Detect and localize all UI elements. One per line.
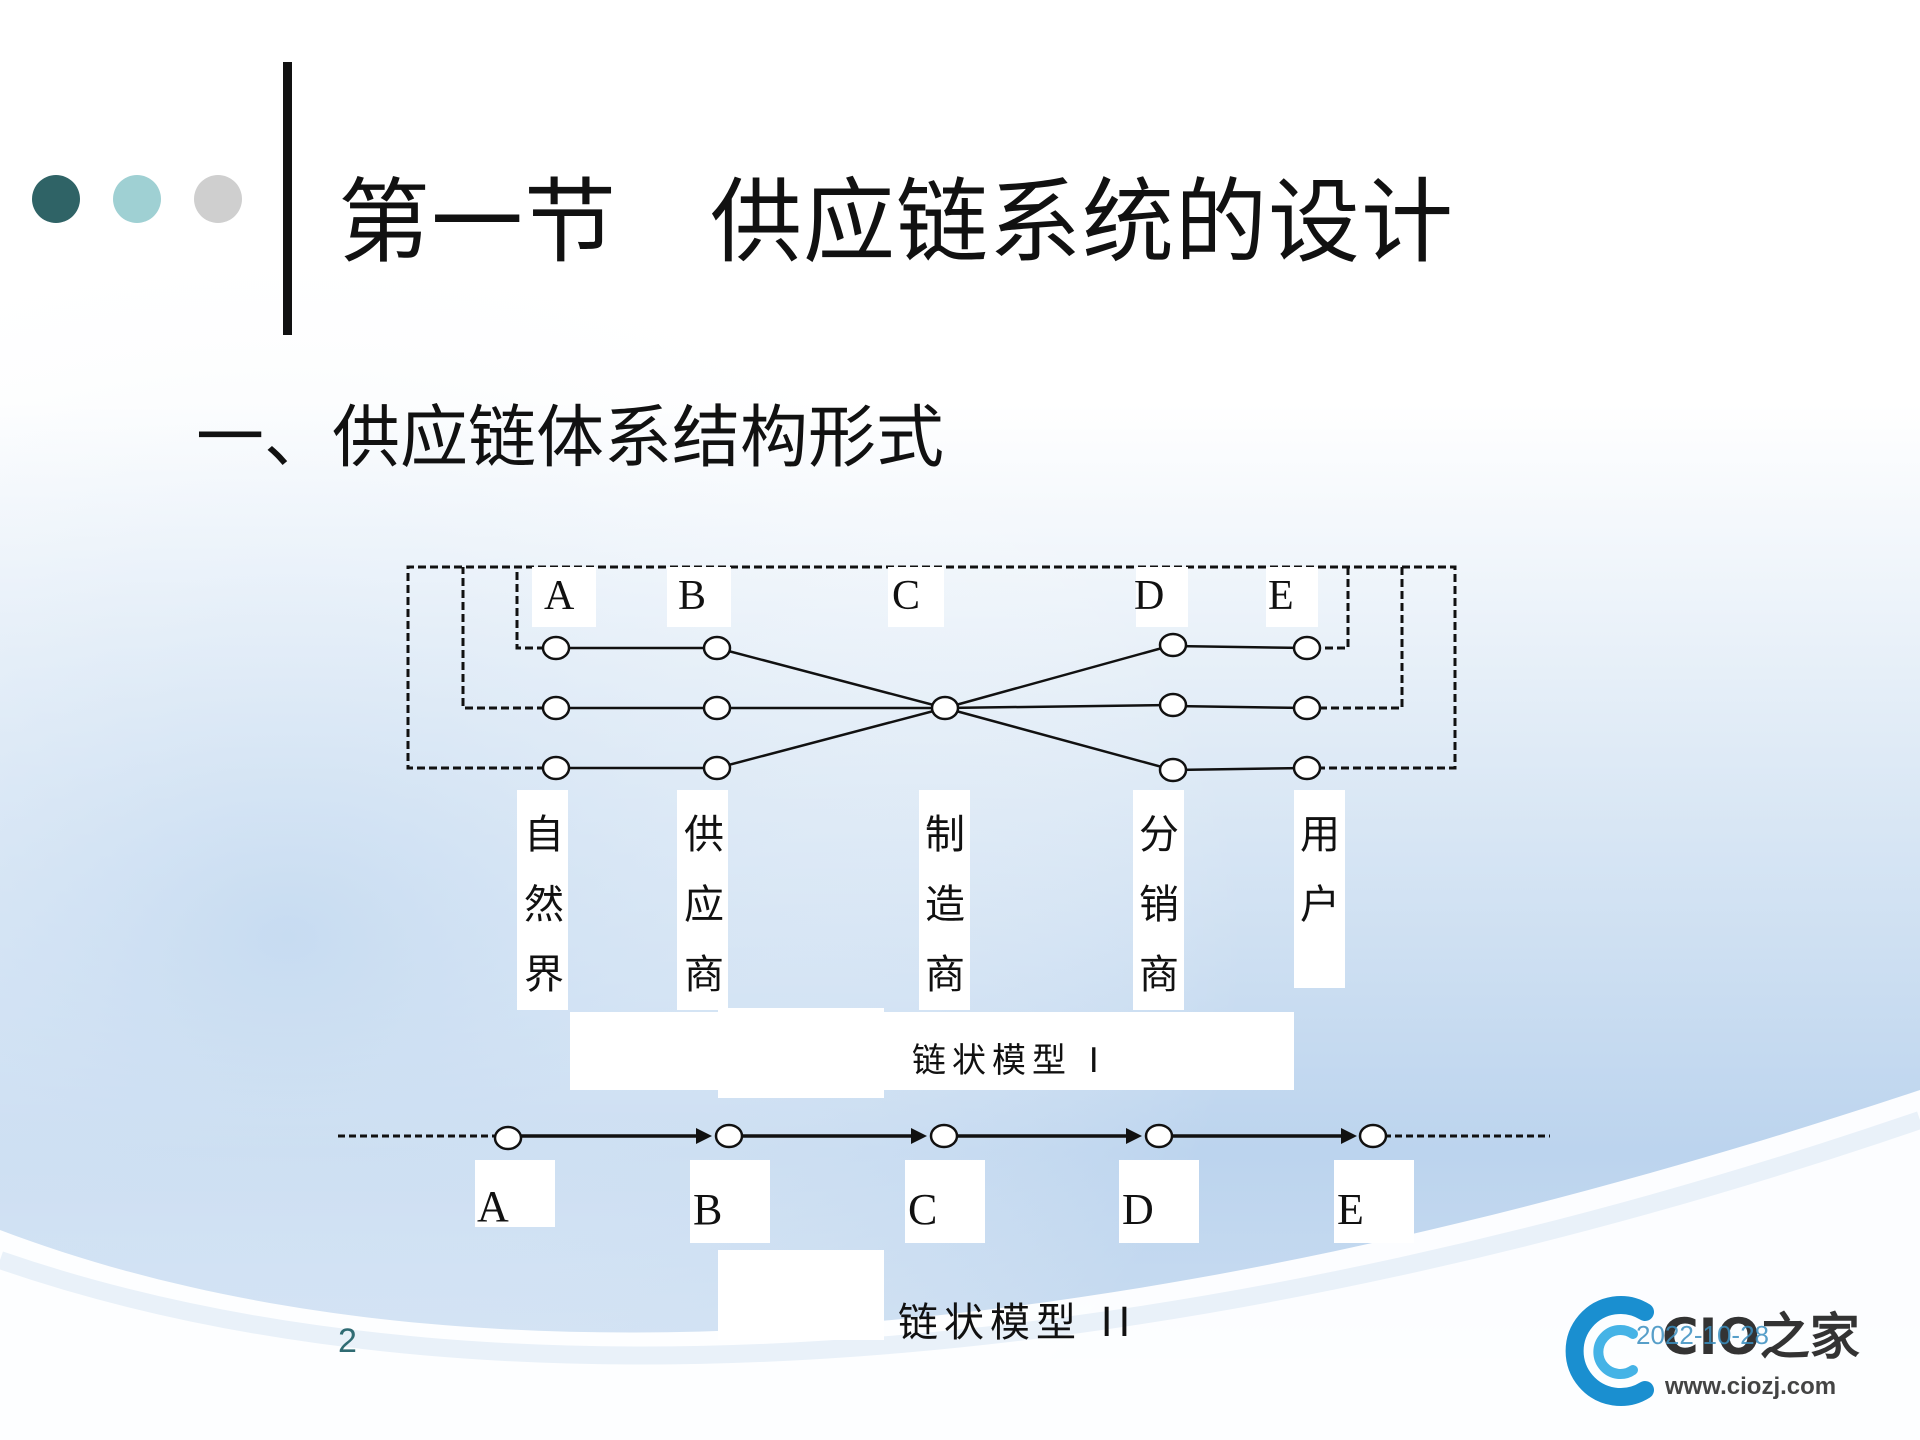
stage-box-nature <box>517 790 568 1010</box>
model2-arrow-c-icon <box>911 1128 927 1144</box>
outer-loop-frame <box>406 565 1457 770</box>
logo-c-inner-icon <box>1593 1325 1638 1379</box>
stage-supplier-char-1: 供 <box>684 812 724 858</box>
stage-box-user <box>1294 790 1345 988</box>
node-e2 <box>1292 695 1322 721</box>
link-c-d2 <box>944 703 1174 710</box>
dot-dark-icon <box>32 175 80 223</box>
label-box-c <box>888 567 944 627</box>
dot-gray-icon <box>194 175 242 223</box>
node-d2 <box>1158 692 1188 718</box>
model2-letter-b: B <box>693 1185 722 1234</box>
link-d1-e1 <box>1172 644 1308 650</box>
model2-label-box-b <box>690 1160 770 1243</box>
model2-letter-d: D <box>1122 1185 1154 1234</box>
link-d2-e2 <box>1172 704 1308 710</box>
logo-url: www.ciozj.com <box>1664 1373 1836 1400</box>
node-c <box>930 695 960 721</box>
model2-label-box-e <box>1334 1160 1414 1243</box>
logo-c-mark-icon <box>1565 1296 1654 1406</box>
node-e1 <box>1292 635 1322 661</box>
stage-nature-char-2: 然 <box>524 882 564 928</box>
model1-caption: 链状模型 I <box>912 1041 1105 1081</box>
model1-letter-b: B <box>678 573 706 619</box>
model2-node-d <box>1144 1123 1174 1149</box>
stage-box-supplier <box>677 790 728 1010</box>
stage-distributor-char-2: 销 <box>1139 882 1179 928</box>
stage-distributor-char-1: 分 <box>1139 812 1179 858</box>
caption1-box-left <box>570 1012 722 1090</box>
node-d1 <box>1158 632 1188 658</box>
stage-user-char-1: 用 <box>1300 812 1340 858</box>
model2-arrow-e-icon <box>1341 1128 1357 1144</box>
label-box-b <box>667 567 731 627</box>
model1-letter-e: E <box>1268 573 1294 619</box>
stage-box-manufacturer <box>919 790 970 1010</box>
slide-date: 2022-10-28 <box>1636 1320 1769 1350</box>
middle-loop-frame <box>461 567 1404 710</box>
model2-node-c <box>929 1123 959 1149</box>
slide-title: 第一节 供应链系统的设计 <box>338 169 1455 276</box>
stage-box-distributor <box>1133 790 1184 1010</box>
model2-node-e <box>1358 1123 1388 1149</box>
link-d3-e3 <box>1172 766 1308 772</box>
model2-node-a <box>493 1125 523 1151</box>
model2-letter-c: C <box>908 1185 937 1234</box>
model1-letter-c: C <box>892 573 920 619</box>
stage-manufacturer-char-3: 商 <box>925 952 965 998</box>
page-number: 2 <box>338 1322 357 1360</box>
label-box-d <box>1136 567 1188 627</box>
node-b3 <box>702 755 732 781</box>
stage-manufacturer-char-2: 造 <box>925 882 965 928</box>
stage-supplier-char-3: 商 <box>684 952 724 998</box>
model2-arrow-d-icon <box>1126 1128 1142 1144</box>
node-b2 <box>702 695 732 721</box>
title-divider <box>283 62 292 335</box>
node-b1 <box>702 635 732 661</box>
cio-logo: CIO之家 www.ciozj.com <box>1565 1296 1860 1406</box>
inner-loop-frame <box>515 567 1350 650</box>
model2-label-box-d <box>1119 1160 1199 1243</box>
caption2-box <box>718 1250 884 1340</box>
node-e3 <box>1292 755 1322 781</box>
model2-arrow-b-icon <box>696 1128 712 1144</box>
link-b3-c <box>716 706 946 770</box>
stage-manufacturer-char-1: 制 <box>925 812 965 858</box>
node-a1 <box>541 635 571 661</box>
model2-letter-e: E <box>1337 1185 1364 1234</box>
dot-light-icon <box>113 175 161 223</box>
stage-nature-char-1: 自 <box>524 812 564 858</box>
link-c-d3 <box>944 706 1174 772</box>
model2-caption: 链状模型 II <box>898 1300 1136 1346</box>
slide-subtitle: 一、供应链体系结构形式 <box>196 399 945 478</box>
node-d3 <box>1158 757 1188 783</box>
link-b1-c <box>716 646 946 710</box>
label-box-e <box>1266 567 1318 627</box>
caption1-box-right <box>880 1012 1294 1090</box>
link-c-d1 <box>944 643 1174 710</box>
model2-label-box-c <box>905 1160 985 1243</box>
model2-node-b <box>714 1123 744 1149</box>
stage-user-char-2: 户 <box>1300 882 1340 928</box>
label-box-a <box>532 567 596 627</box>
node-a3 <box>541 755 571 781</box>
model2-label-box-a <box>475 1160 555 1227</box>
stage-distributor-char-3: 商 <box>1139 952 1179 998</box>
model1-letter-a: A <box>544 573 575 619</box>
model1-letter-d: D <box>1134 573 1164 619</box>
model2-letter-a: A <box>477 1182 509 1231</box>
caption1-box-mid <box>718 1008 884 1098</box>
logo-brand: CIO之家 <box>1662 1308 1860 1366</box>
node-a2 <box>541 695 571 721</box>
stage-nature-char-3: 界 <box>524 952 564 998</box>
stage-supplier-char-2: 应 <box>684 882 724 928</box>
